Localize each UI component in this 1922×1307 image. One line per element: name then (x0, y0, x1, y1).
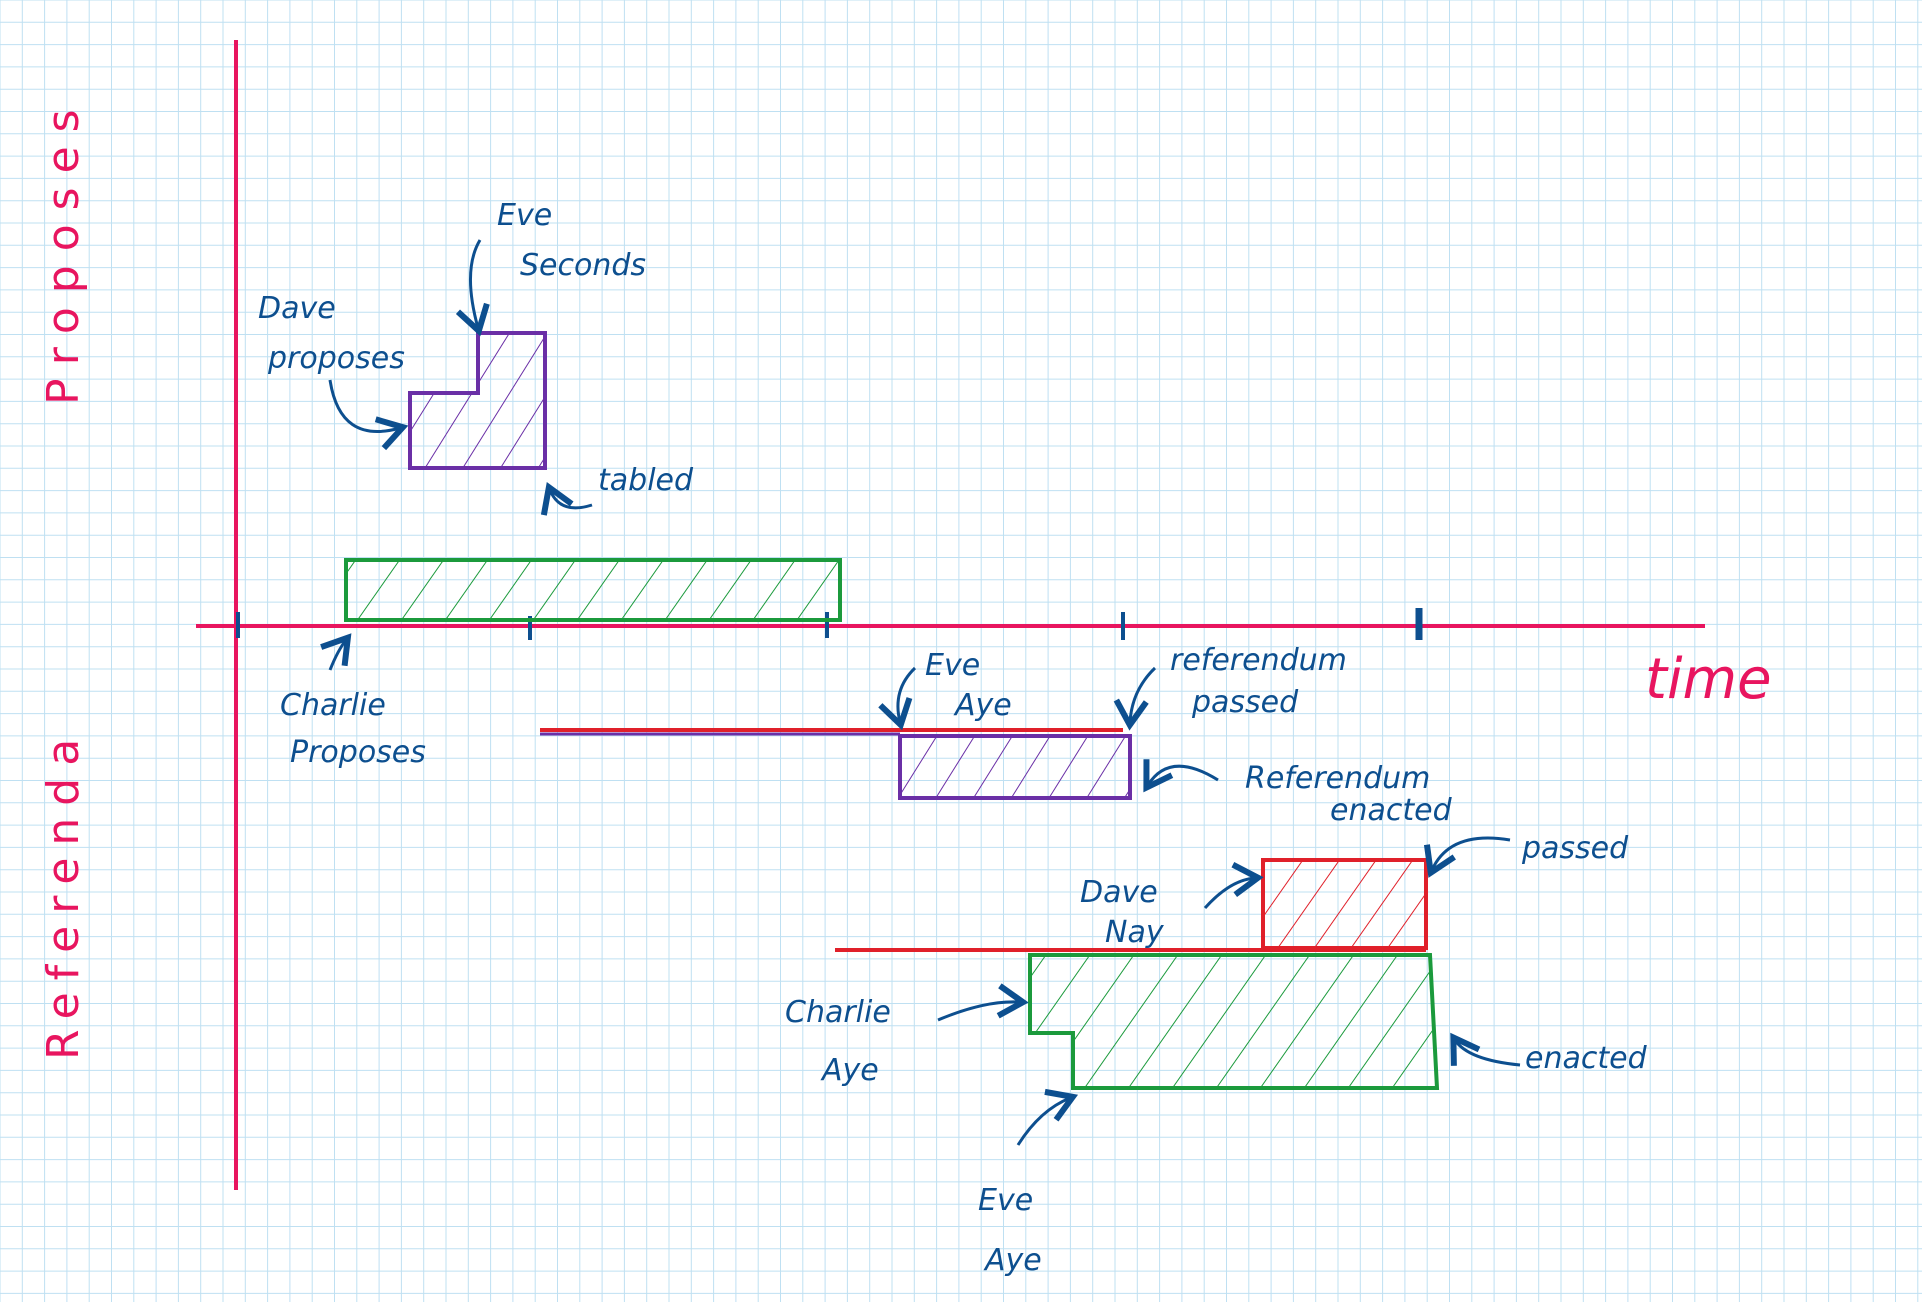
charlie-aye-line2: Aye (820, 1053, 879, 1088)
referenda-label: Referenda (38, 727, 89, 1060)
referendum-enacted-line1: Referendum (1245, 761, 1430, 796)
referendum-passed-line2: passed (1191, 685, 1299, 720)
referendum-passed-line1: referendum (1170, 643, 1347, 678)
eve-aye-bottom-line2: Aye (983, 1243, 1042, 1278)
arrow-tabled (540, 481, 593, 516)
eve-aye-bottom-line1: Eve (978, 1183, 1033, 1218)
arrow-eve-seconds (455, 239, 490, 337)
passed-label: passed (1521, 831, 1629, 866)
charlie-proposes-line1: Charlie (280, 688, 386, 723)
enacted-label: enacted (1525, 1041, 1648, 1076)
arrow-charlie-aye (937, 983, 1029, 1022)
referendum-enacted-line2: enacted (1330, 793, 1453, 828)
charlie-proposal-bar (344, 558, 842, 622)
eve-seconds-line1: Eve (497, 198, 552, 233)
arrow-eve-aye-bottom (1016, 1088, 1079, 1146)
dave-proposal-box (408, 331, 547, 470)
eve-aye-top-line1: Eve (925, 648, 980, 683)
dave-proposes-line2: proposes (267, 341, 405, 376)
dave-proposes-line1: Dave (258, 291, 336, 326)
arrow-passed (1423, 836, 1511, 878)
arrow-eve-aye-top (878, 666, 917, 731)
arrow-dave-nay (1203, 862, 1264, 909)
arrow-dave-proposes (328, 379, 409, 451)
dave-nay-line2: Nay (1105, 915, 1165, 950)
arrow-referendum-enacted (1143, 759, 1219, 793)
annotation-labels: Charlie Proposes Dave proposes Eve Secon… (258, 198, 1648, 1278)
referendum-1-enacted-box (898, 734, 1132, 800)
proposes-label: Proposes (38, 95, 89, 405)
time-label: time (1645, 647, 1772, 712)
charlie-aye-line1: Charlie (785, 995, 891, 1030)
charlie-proposes-line2: Proposes (290, 735, 426, 770)
tabled-label: tabled (598, 463, 694, 498)
dave-nay-line1: Dave (1080, 875, 1158, 910)
referendum-2-passed-box (1261, 858, 1428, 950)
eve-seconds-line2: Seconds (520, 248, 646, 283)
arrow-charlie-proposes (320, 633, 352, 671)
referendum-2-enacted-box (1028, 953, 1440, 1090)
arrow-enacted (1450, 1032, 1521, 1067)
eve-aye-top-line2: Aye (953, 688, 1012, 723)
annotation-arrows (320, 239, 1521, 1146)
arrow-referendum-passed (1113, 666, 1157, 731)
